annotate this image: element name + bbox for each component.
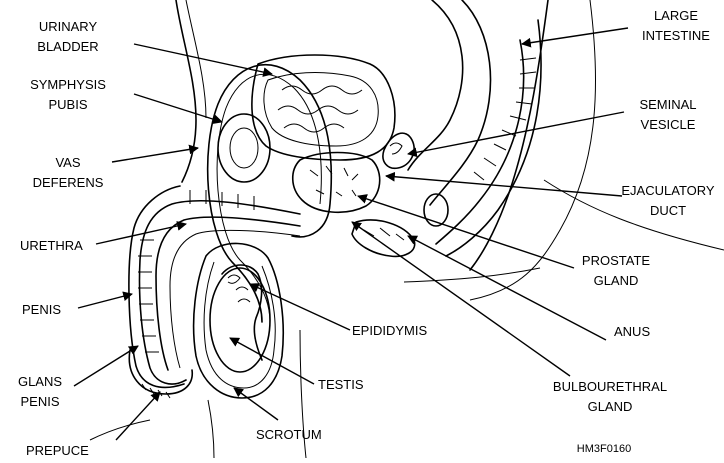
symphysis-pubis-shape: [218, 114, 270, 182]
leader-anus: [408, 236, 606, 340]
label-prostate-gland-line1: PROSTATE: [582, 253, 650, 268]
leader-prepuce: [116, 392, 160, 440]
label-prostate-gland-line2: GLAND: [594, 273, 639, 288]
label-ejaculatory-duct-line1: EJACULATORY: [621, 183, 715, 198]
label-urinary-bladder-line2: BLADDER: [37, 39, 98, 54]
leader-bulbourethral-gland: [352, 222, 570, 376]
label-glans-penis-line1: GLANS: [18, 374, 62, 389]
vas-deferens-shape: [208, 65, 332, 322]
label-large-intestine-line2: INTESTINE: [642, 28, 710, 43]
label-symphysis-pubis-line1: SYMPHYSIS: [30, 77, 106, 92]
label-bulbourethral-gland-line1: BULBOURETHRAL: [553, 379, 667, 394]
leader-ejaculatory-duct: [386, 176, 622, 196]
urinary-bladder-shape: [252, 55, 395, 160]
figure-id: HM3F0160: [577, 443, 631, 455]
prostate-shape: [293, 153, 380, 213]
label-glans-penis-line2: PENIS: [20, 394, 59, 409]
label-large-intestine-line1: LARGE: [654, 8, 698, 23]
label-symphysis-pubis-line2: PUBIS: [48, 97, 87, 112]
leader-symphysis-pubis: [134, 94, 222, 122]
label-scrotum: SCROTUM: [256, 427, 322, 442]
leader-vas-deferens: [112, 148, 198, 162]
label-urinary-bladder-line1: URINARY: [39, 19, 98, 34]
leader-penis: [78, 294, 132, 308]
label-urethra: URETHRA: [20, 238, 83, 253]
label-vas-deferens-line1: VAS: [55, 155, 80, 170]
label-anus: ANUS: [614, 324, 650, 339]
bulbourethral-shape: [352, 220, 415, 256]
label-testis: TESTIS: [318, 377, 364, 392]
leader-testis: [230, 338, 314, 384]
abdominal-wall: [176, 0, 196, 182]
leader-epididymis: [250, 284, 350, 330]
label-penis: PENIS: [22, 302, 61, 317]
label-prepuce: PREPUCE: [26, 443, 89, 458]
leader-glans-penis: [74, 346, 138, 386]
label-ejaculatory-duct-line2: DUCT: [650, 203, 686, 218]
label-vas-deferens-line2: DEFERENS: [33, 175, 104, 190]
label-seminal-vesicle-line1: SEMINAL: [639, 97, 696, 112]
leader-scrotum: [234, 388, 278, 420]
label-seminal-vesicle-line2: VESICLE: [641, 117, 696, 132]
leader-large-intestine: [522, 28, 628, 44]
leader-urinary-bladder: [134, 44, 272, 74]
label-bulbourethral-gland-line2: GLAND: [588, 399, 633, 414]
leader-prostate-gland: [358, 196, 574, 268]
leader-urethra: [96, 224, 186, 244]
label-epididymis: EPIDIDYMIS: [352, 323, 427, 338]
